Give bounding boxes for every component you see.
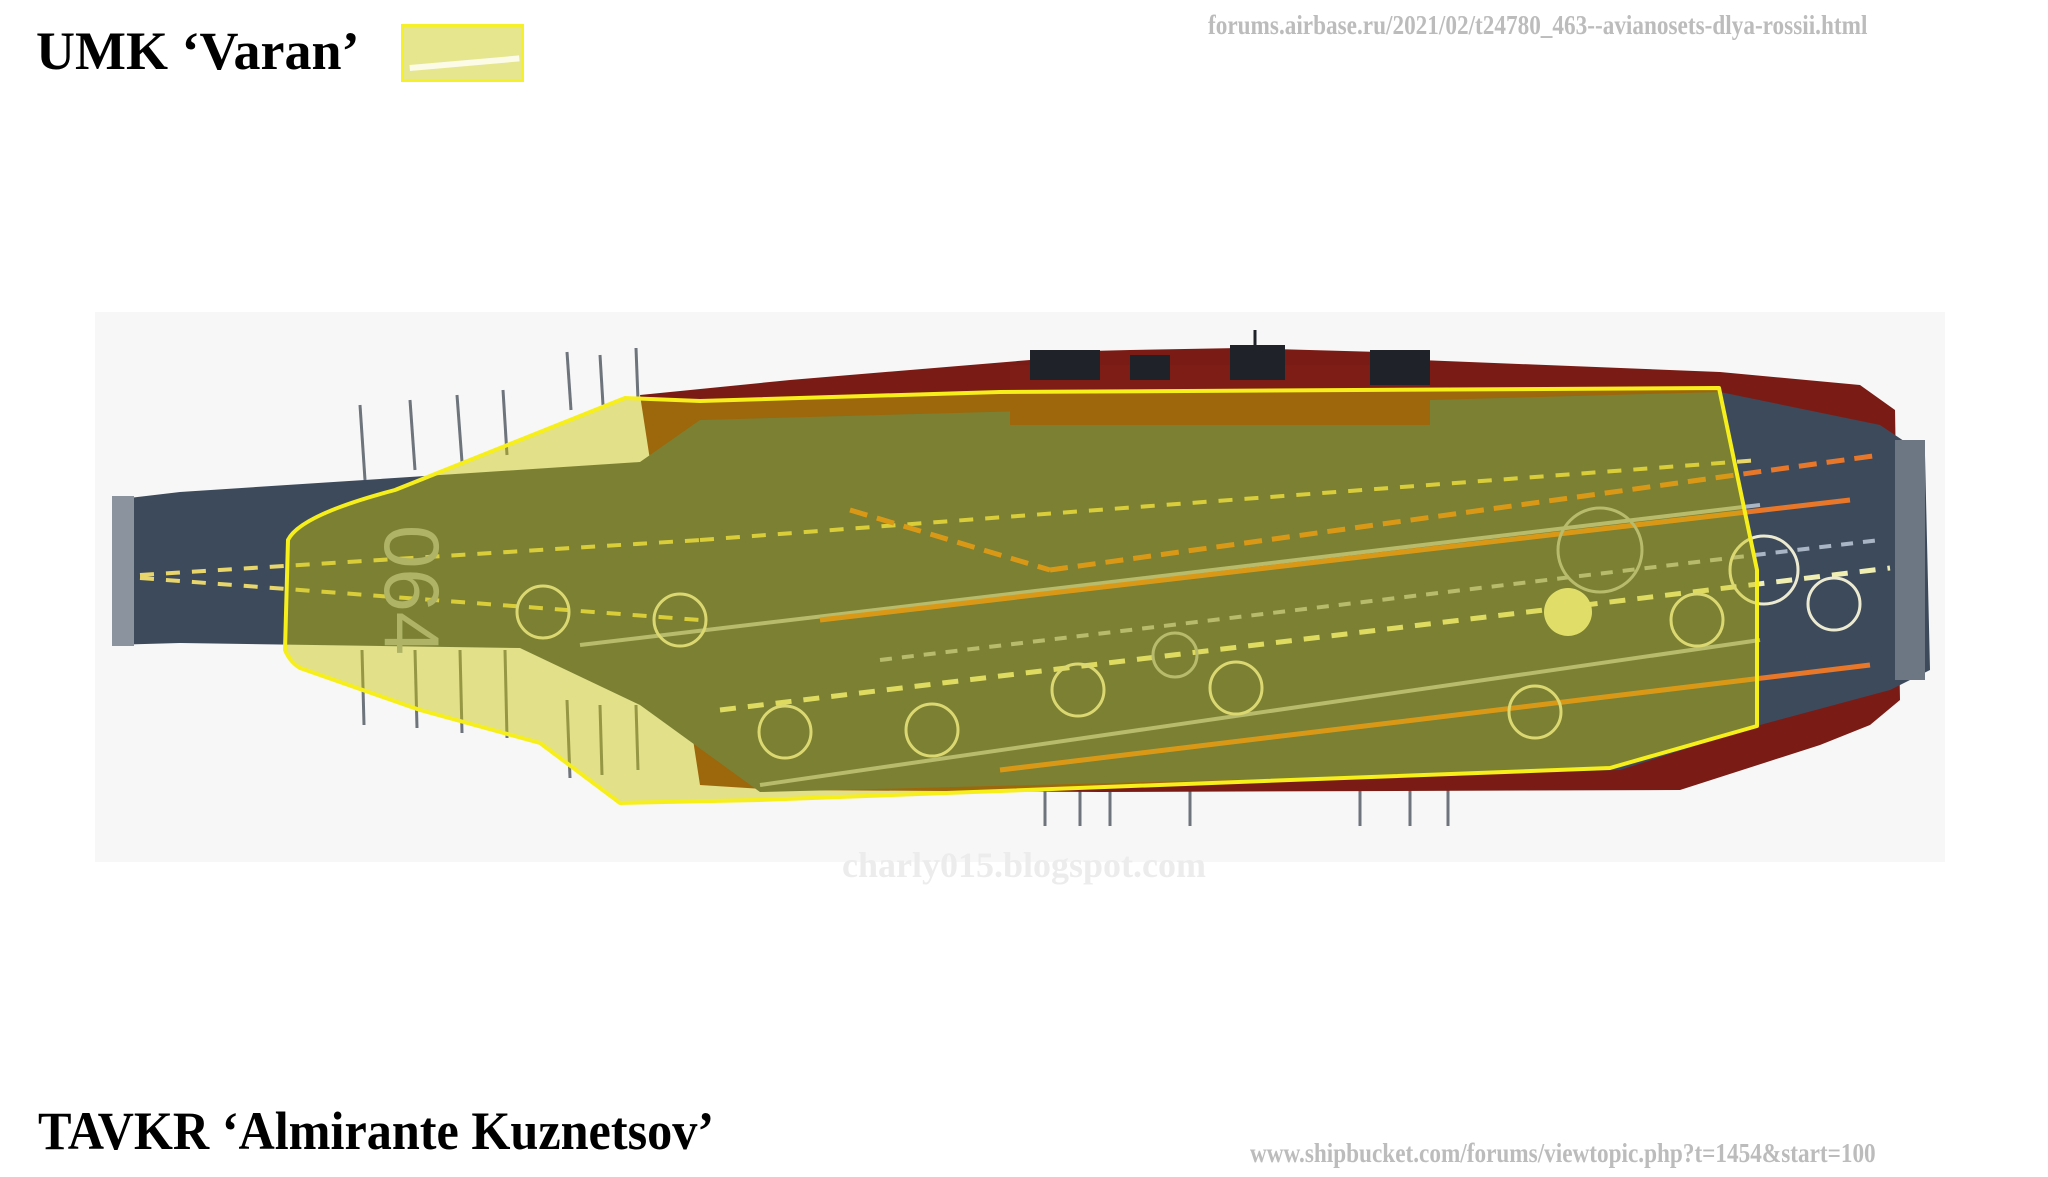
top-masts — [358, 347, 640, 481]
source-link-bottom[interactable]: www.shipbucket.com/forums/viewtopic.php?… — [1250, 1138, 1876, 1168]
landing-spots — [515, 506, 1862, 760]
deck-light-spot — [1544, 588, 1592, 636]
deck-markings — [139, 452, 1891, 787]
varan-legend-swatch — [401, 24, 524, 82]
island — [1010, 330, 1430, 425]
legend-swatch-stripe — [409, 55, 520, 71]
kuznetsov-title: TAVKR ‘Almirante Kuznetsov’ — [38, 1101, 715, 1161]
watermark: charly015.blogspot.com — [842, 845, 1206, 885]
stern-edge — [112, 496, 134, 646]
bow-edge — [1895, 440, 1925, 680]
varan-overlay — [283, 386, 1759, 805]
hull-number: 064 — [368, 525, 456, 655]
bottom-masts — [360, 649, 1450, 826]
varan-title: UMK ‘Varan’ — [36, 21, 360, 81]
source-link-top[interactable]: forums.airbase.ru/2021/02/t24780_463--av… — [1208, 10, 1868, 40]
